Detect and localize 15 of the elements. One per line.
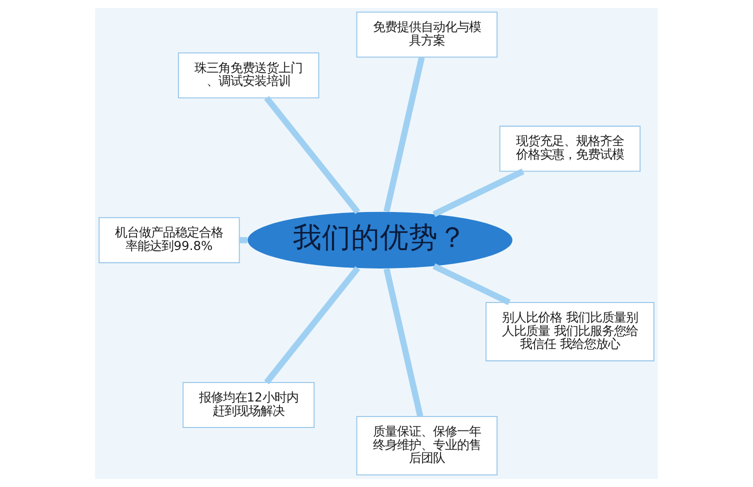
connector [264, 96, 360, 214]
connector [384, 268, 424, 418]
node-box: 质量保证、保修一年终身维护、专业的售后团队 [356, 416, 498, 476]
node-box: 珠三角免费送货上门、调试安装培训 [178, 52, 320, 98]
node-box: 报修均在12小时内赶到现场解决 [182, 382, 315, 428]
connector [264, 266, 360, 384]
node-box: 免费提供自动化与模具方案 [356, 12, 498, 58]
node-box: 现货充足、规格齐全价格实惠，免费试模 [499, 126, 641, 172]
connector [240, 237, 248, 244]
node-box: 别人比价格 我们比质量别人比质量 我们比服务您给我信任 我给您放心 [486, 302, 654, 362]
node-box: 机台做产品稳定合格率能达到99.8% [98, 217, 240, 264]
connector [384, 56, 425, 212]
connector [432, 168, 524, 217]
connector [432, 263, 511, 306]
node-ellipse: 我们的优势？ [248, 212, 512, 268]
